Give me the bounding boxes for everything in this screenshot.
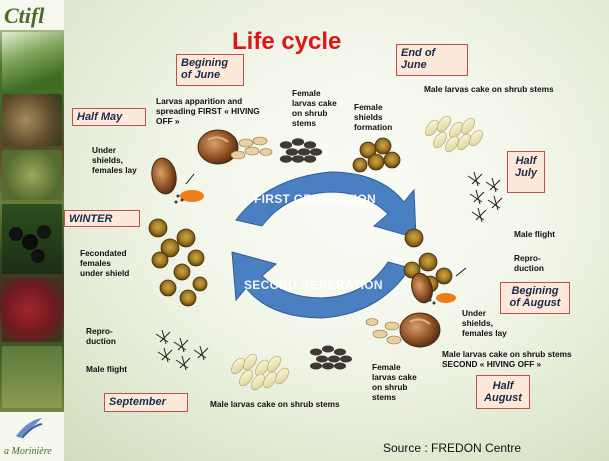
page-title: Life cycle: [232, 28, 341, 56]
male-cake-label-2: Male larvas cake on shrub stems SECOND «…: [442, 349, 606, 369]
fecondated-label: Fecondated females under shield: [80, 248, 132, 278]
larvas-apparition-label: Larvas apparition and spreading FIRST « …: [156, 96, 274, 126]
stage-box-winter: WINTER: [64, 210, 140, 227]
female-larvae-cluster-2: [310, 346, 352, 370]
male-flight-cluster-2: [156, 330, 208, 370]
male-larvae-cluster-1: [423, 114, 486, 154]
stage-box-half-may: Half May: [72, 108, 146, 126]
reproduction-label-2: Repro-duction: [86, 326, 126, 346]
female-cake-label-1: Female larvas cake on shrub stems: [292, 88, 344, 128]
first-generation-label: FIRST GENERATION: [254, 192, 376, 206]
stage-box-end-june: End of June: [396, 44, 468, 76]
source-caption: Source : FREDON Centre: [383, 441, 521, 455]
female-shields-formation: [353, 138, 400, 172]
under-shields-label-1: Under shields, females lay: [92, 145, 138, 175]
second-generation-label: SECOND GENERATION: [244, 278, 383, 292]
male-cake-label-3: Male larvas cake on shrub stems: [210, 399, 350, 409]
stage-box-begin-august: Begining of August: [500, 282, 570, 314]
male-flight-label-2: Male flight: [86, 364, 146, 374]
stage-box-half-august: Half August: [476, 375, 530, 409]
stage-box-begin-june: Begining of June: [176, 54, 244, 86]
stage-box-september: September: [104, 393, 188, 412]
under-shields-label-2: Under shields, females lay: [462, 308, 508, 338]
male-larvae-cluster-2: [229, 352, 292, 392]
shields-left: [149, 219, 207, 306]
female-shield-top: [198, 130, 272, 164]
male-flight-label-1: Male flight: [514, 229, 574, 239]
female-cake-label-2: Female larvas cake on shrub stems: [372, 362, 426, 402]
male-flight-cluster-1: [468, 172, 502, 222]
female-larvae-cluster-1: [280, 139, 322, 163]
female-laying-left: [149, 156, 204, 203]
female-shields-label: Female shields formation: [354, 102, 402, 132]
male-cake-label-1: Male larvas cake on shrub stems: [424, 84, 564, 94]
stage-box-half-july: Half July: [507, 151, 545, 193]
female-shield-bottom: [366, 313, 440, 347]
reproduction-label-1: Repro-duction: [514, 253, 554, 273]
